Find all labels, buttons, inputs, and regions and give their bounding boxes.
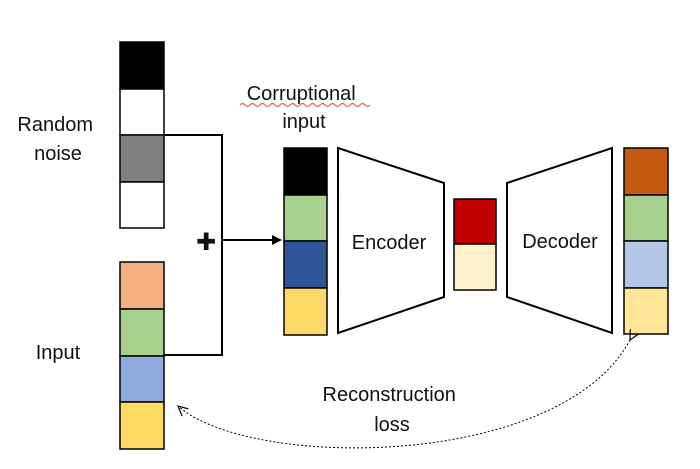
noise-label-line: Random xyxy=(17,114,93,136)
input-cell xyxy=(119,308,165,357)
input-connector xyxy=(164,240,223,356)
input-cell xyxy=(119,261,165,310)
output-cell xyxy=(623,147,669,196)
loss-label: Reconstruction loss xyxy=(323,384,462,436)
input-cell xyxy=(119,355,165,403)
noise-cell xyxy=(119,88,165,136)
output-cell xyxy=(623,240,669,289)
reconstruction-loss-arrow xyxy=(178,340,630,449)
input-label: Input xyxy=(36,342,81,364)
output-cell xyxy=(623,287,669,335)
noise-cell xyxy=(119,181,165,229)
noise-vector xyxy=(119,41,165,229)
output-vector xyxy=(623,147,669,335)
decoder-label: Decoder xyxy=(522,231,598,253)
encoder-label: Encoder xyxy=(352,232,427,254)
noise-cell xyxy=(119,41,165,90)
loss-label-line: Reconstruction xyxy=(323,384,456,406)
corrupted-label: Corruptional input xyxy=(247,83,362,133)
noise-connector xyxy=(164,134,223,240)
spellcheck-underline xyxy=(239,102,371,108)
corrupted-cell xyxy=(283,240,328,289)
plus-sign: ✚ xyxy=(196,229,216,256)
latent-cell xyxy=(453,243,497,291)
latent-vector xyxy=(453,198,497,291)
latent-cell xyxy=(453,198,497,245)
corrupted-cell xyxy=(283,287,328,336)
input-cell xyxy=(119,401,165,450)
corrupted-vector xyxy=(283,147,328,336)
loss-label-line: loss xyxy=(374,414,410,436)
corrupted-label-line: Corruptional xyxy=(247,83,356,105)
input-vector xyxy=(119,261,165,450)
corrupted-label-line: input xyxy=(282,111,326,133)
output-cell xyxy=(623,194,669,242)
noise-label-line: noise xyxy=(34,143,82,165)
corrupted-cell xyxy=(283,147,328,196)
corrupted-cell xyxy=(283,194,328,242)
noise-label: Random noise xyxy=(17,114,98,165)
combine-connectors xyxy=(164,134,282,356)
noise-cell xyxy=(119,134,165,183)
encoder-block xyxy=(337,146,445,335)
